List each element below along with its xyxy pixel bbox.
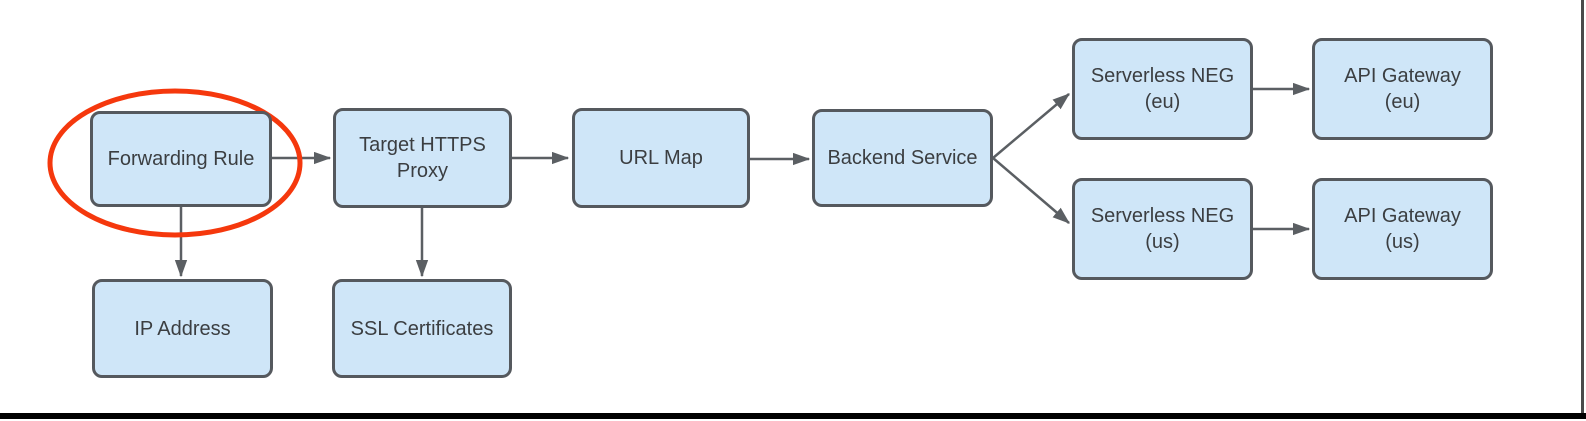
node-backend-service[interactable]: Backend Service — [812, 109, 993, 207]
node-label: IP Address — [134, 317, 231, 340]
node-label: Forwarding Rule — [107, 148, 255, 170]
node-label: URL Map — [619, 147, 703, 169]
node-ssl-certificates[interactable]: SSL Certificates — [332, 279, 512, 378]
node-serverless-neg-eu[interactable]: Serverless NEG (eu) — [1072, 38, 1253, 140]
node-label: Serverless NEG (us) — [1090, 205, 1235, 253]
arrow-backend-service-to-serverless-neg-eu — [992, 93, 1070, 159]
node-ip-address[interactable]: IP Address — [92, 279, 273, 378]
node-forwarding-rule[interactable]: Forwarding Rule — [90, 111, 272, 207]
node-label: Serverless NEG (eu) — [1090, 65, 1235, 113]
node-label: SSL Certificates — [350, 317, 494, 340]
arrow-backend-service-to-serverless-neg-us — [992, 157, 1070, 224]
node-label: API Gateway (us) — [1344, 205, 1461, 253]
node-label: Backend Service — [827, 147, 978, 169]
node-api-gateway-eu[interactable]: API Gateway (eu) — [1312, 38, 1493, 140]
window-bottom-edge — [0, 413, 1586, 419]
node-serverless-neg-us[interactable]: Serverless NEG (us) — [1072, 178, 1253, 280]
node-label: Target HTTPS Proxy — [359, 134, 486, 182]
node-label: API Gateway (eu) — [1344, 65, 1461, 113]
node-url-map[interactable]: URL Map — [572, 108, 750, 208]
window-right-edge — [1581, 0, 1584, 419]
node-api-gateway-us[interactable]: API Gateway (us) — [1312, 178, 1493, 280]
node-target-https-proxy[interactable]: Target HTTPS Proxy — [333, 108, 512, 208]
